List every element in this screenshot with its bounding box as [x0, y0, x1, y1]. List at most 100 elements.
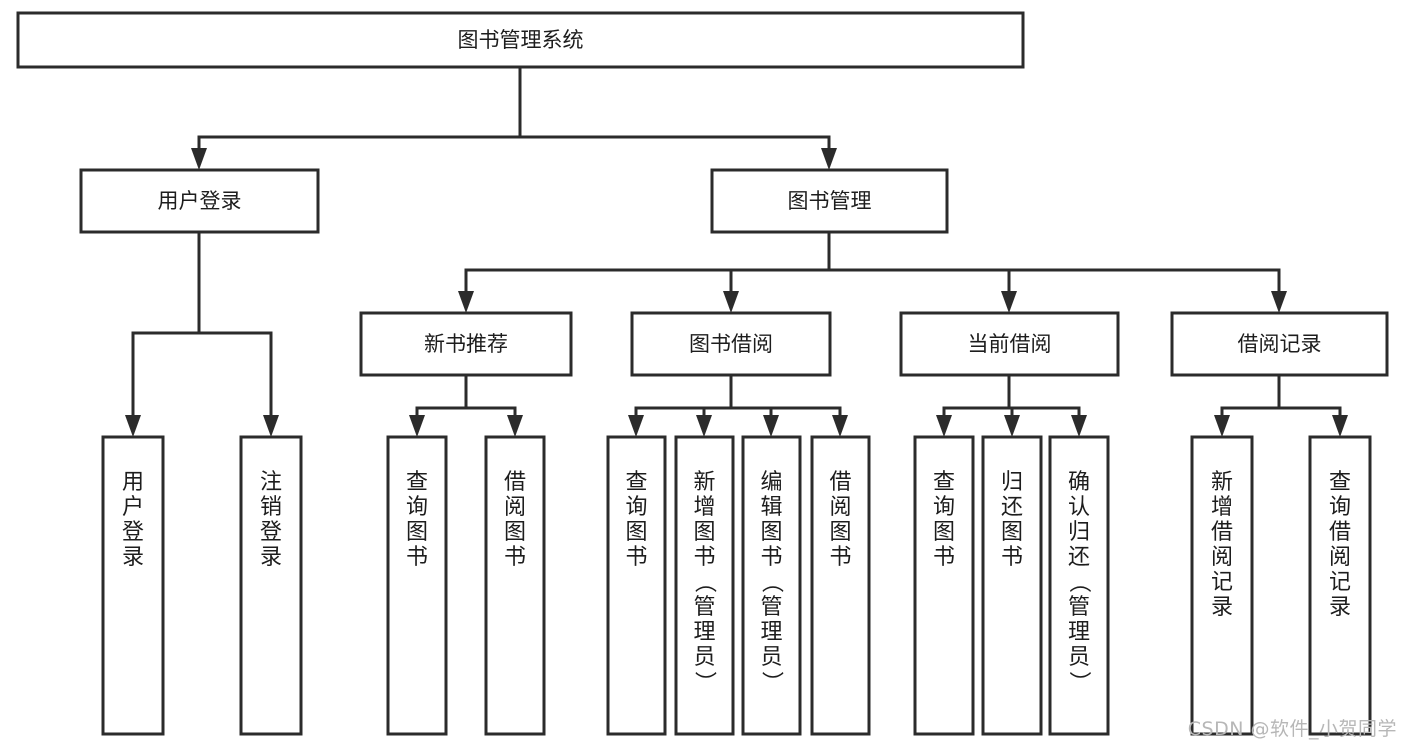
- level3-node[interactable]: 当前借阅: [899, 311, 1120, 377]
- arrow-down-icon-15: [1004, 415, 1020, 437]
- leaf-box[interactable]: [484, 435, 546, 736]
- leaf-label-char: 书: [760, 545, 782, 570]
- arrow-down-icon-5: [1271, 291, 1287, 313]
- leaf-node[interactable]: 用户登录: [101, 435, 165, 736]
- leaf-box[interactable]: [1048, 435, 1110, 736]
- level2-node[interactable]: 图书管理: [710, 168, 949, 234]
- leaf-label-char: 管: [1068, 595, 1090, 620]
- level3-box[interactable]: [359, 311, 573, 377]
- leaf-label-char: 询: [406, 495, 428, 520]
- leaf-label-char: 阅: [1329, 545, 1351, 570]
- leaf-box[interactable]: [386, 435, 448, 736]
- leaf-label-char: 用: [122, 470, 144, 495]
- level2-node[interactable]: 用户登录: [79, 168, 320, 234]
- level3-label: 图书借阅: [689, 332, 773, 356]
- level3-box[interactable]: [899, 311, 1120, 377]
- leaf-label-char: 理: [1068, 620, 1090, 645]
- level3-label: 当前借阅: [968, 332, 1052, 356]
- leaf-label-char: 借: [829, 470, 851, 495]
- connector-layer: [125, 65, 1348, 437]
- leaf-label-char: 新: [1211, 470, 1233, 495]
- arrow-down-icon-17: [1214, 415, 1230, 437]
- leaf-label-char: 管: [693, 595, 715, 620]
- level2-box[interactable]: [79, 168, 320, 234]
- leaf-label-char: 查: [1329, 470, 1351, 495]
- leaf-label-char: 图: [760, 520, 782, 545]
- leaf-label-char: 注: [260, 470, 282, 495]
- level3-box[interactable]: [630, 311, 832, 377]
- level3-label: 新书推荐: [424, 332, 508, 356]
- arrow-down-icon-11: [696, 415, 712, 437]
- level2-label: 图书管理: [788, 189, 872, 213]
- leaf-label-char: 销: [260, 495, 282, 520]
- leaf-box[interactable]: [981, 435, 1043, 736]
- leaf-label-char: 阅: [504, 495, 526, 520]
- leaf-box[interactable]: [913, 435, 975, 736]
- leaf-label-char: ）: [1066, 671, 1091, 693]
- leaf-label-char: 图: [933, 520, 955, 545]
- arrow-down-icon-12: [763, 415, 779, 437]
- leaf-box[interactable]: [606, 435, 667, 736]
- arrow-down-icon-8: [409, 415, 425, 437]
- leaf-label-char: 登: [122, 520, 144, 545]
- leaf-label-char: 书: [504, 545, 526, 570]
- leaf-label-char: 查: [933, 470, 955, 495]
- leaf-label-char: 员: [1068, 645, 1090, 670]
- leaf-label-char: 书: [829, 545, 851, 570]
- leaf-label-char: 询: [625, 495, 647, 520]
- leaf-label-char: 理: [760, 620, 782, 645]
- leaf-label-char: 图: [406, 520, 428, 545]
- leaf-label-char: 询: [1329, 495, 1351, 520]
- leaf-label-char: 书: [1001, 545, 1023, 570]
- leaf-label-char: 图: [625, 520, 647, 545]
- level3-node[interactable]: 图书借阅: [630, 311, 832, 377]
- leaf-label-char: 还: [1001, 495, 1023, 520]
- leaf-label-char: 借: [1211, 520, 1233, 545]
- level3-node[interactable]: 新书推荐: [359, 311, 573, 377]
- leaf-label-char: 增: [1211, 495, 1233, 520]
- leaf-box[interactable]: [741, 435, 802, 736]
- leaf-label-char: ）: [692, 671, 717, 693]
- leaf-label-char: 记: [1329, 570, 1351, 595]
- leaf-box[interactable]: [810, 435, 871, 736]
- leaf-box[interactable]: [239, 435, 303, 736]
- leaf-label-char: （: [1066, 571, 1091, 593]
- level2-box[interactable]: [710, 168, 949, 234]
- leaf-label-char: 书: [406, 545, 428, 570]
- arrow-down-icon-7: [263, 415, 279, 437]
- leaf-label-char: 归: [1001, 470, 1023, 495]
- arrow-down-icon-9: [507, 415, 523, 437]
- arrow-down-icon-14: [936, 415, 952, 437]
- leaf-box[interactable]: [101, 435, 165, 736]
- leaf-label-char: 书: [693, 545, 715, 570]
- leaf-label-char: 员: [760, 645, 782, 670]
- leaf-label-char: 查: [625, 470, 647, 495]
- root-box[interactable]: [16, 11, 1025, 69]
- arrow-down-icon-4: [1001, 291, 1017, 313]
- level3-node[interactable]: 借阅记录: [1170, 311, 1389, 377]
- leaf-box[interactable]: [674, 435, 735, 736]
- leaf-label-char: 图: [1001, 520, 1023, 545]
- root-node[interactable]: 图书管理系统: [16, 11, 1025, 69]
- leaf-box[interactable]: [1308, 435, 1372, 736]
- leaf-label-char: （: [759, 571, 784, 593]
- leaf-label-char: 新: [693, 470, 715, 495]
- leaf-box[interactable]: [1190, 435, 1254, 736]
- leaf-label-char: 登: [260, 520, 282, 545]
- leaf-label-char: 认: [1068, 495, 1090, 520]
- arrow-down-icon-3: [723, 291, 739, 313]
- level3-box[interactable]: [1170, 311, 1389, 377]
